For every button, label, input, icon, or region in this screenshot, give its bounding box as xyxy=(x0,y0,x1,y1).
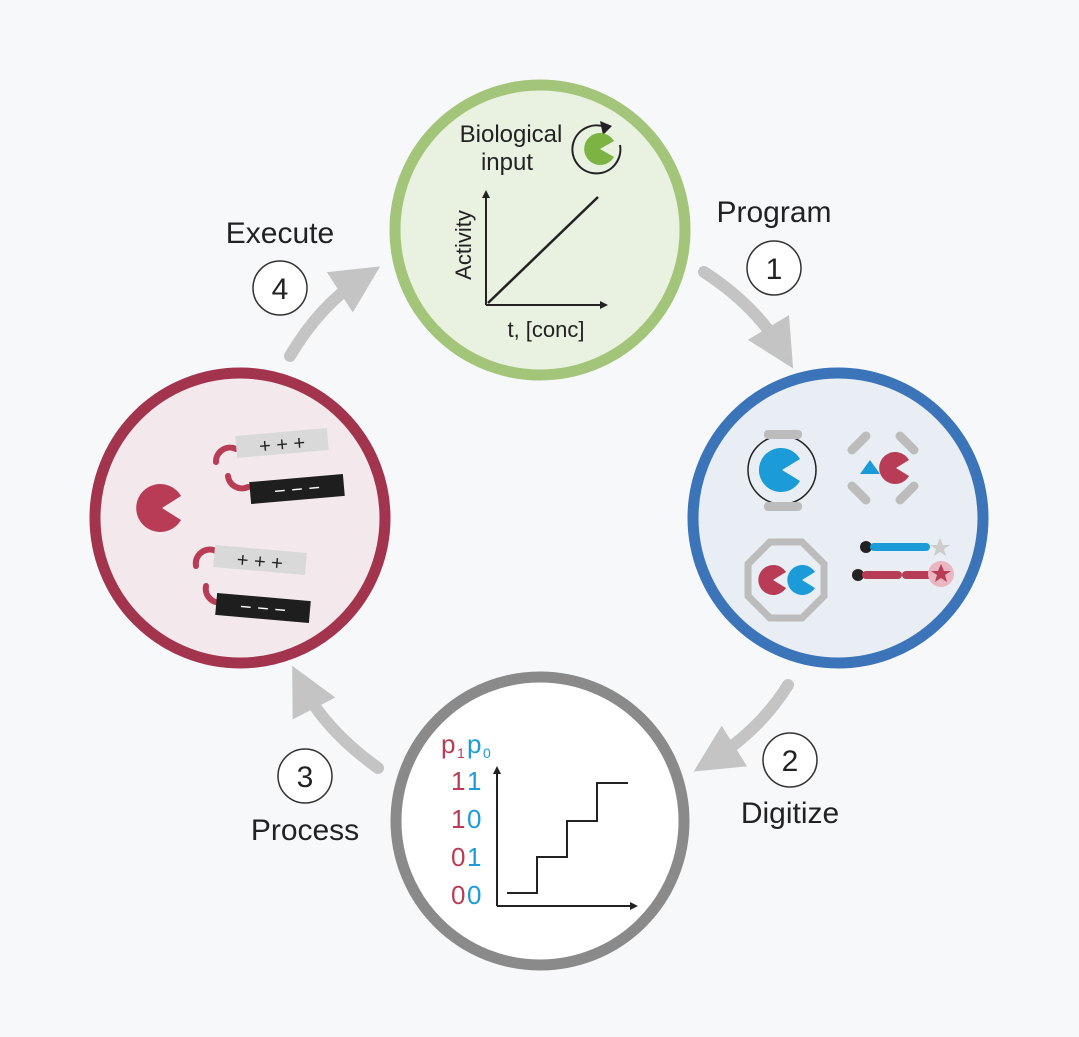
input-panel: Biological input Activity t, [conc] xyxy=(389,79,691,381)
positive-strand-lower xyxy=(213,545,307,575)
arrow-input-to-program xyxy=(698,266,794,369)
level-11: 1 1 xyxy=(451,766,481,796)
level-11-hi: 1 xyxy=(451,766,465,796)
digitize-staircase xyxy=(507,782,628,894)
arrow-digitize-to-process xyxy=(292,665,384,774)
level-10-hi: 1 xyxy=(451,804,465,834)
arrow-process-to-input xyxy=(284,266,381,362)
level-00-hi: 0 xyxy=(451,880,465,910)
cycle-arrows xyxy=(284,266,794,774)
minus-label-upper: − − − xyxy=(273,477,321,503)
red-enzyme-icon xyxy=(136,484,181,533)
arrow-program-to-digitize xyxy=(693,679,794,772)
step-4-badge xyxy=(252,260,308,316)
bit-p0-subscript: 0 xyxy=(483,745,491,761)
level-01: 0 1 xyxy=(451,842,481,872)
input-title-line1: Biological xyxy=(460,121,563,148)
split-enzyme-icon xyxy=(847,431,919,505)
reporter-probes-icon xyxy=(852,538,954,587)
step-3: 3 Process xyxy=(251,748,359,847)
step-1-label: Program xyxy=(716,196,831,229)
input-activity-line xyxy=(487,196,599,304)
octagon-cage-icon xyxy=(744,538,828,622)
step-1-number: 1 xyxy=(766,253,783,286)
level-01-hi: 0 xyxy=(451,842,465,872)
step-3-number: 3 xyxy=(297,761,314,794)
caged-enzyme-icon xyxy=(747,430,817,511)
level-01-lo: 1 xyxy=(467,842,481,872)
step-4-number: 4 xyxy=(272,273,289,306)
bit-p0-letter: p xyxy=(467,729,481,759)
level-00-lo: 0 xyxy=(467,880,481,910)
plus-label-upper: + + + xyxy=(258,432,306,458)
lower-complex: + + + − − − xyxy=(192,545,311,624)
level-00: 0 0 xyxy=(451,880,481,910)
bit-p1-subscript: 1 xyxy=(457,745,465,761)
step-1-badge xyxy=(746,240,802,296)
step-2-number: 2 xyxy=(782,745,799,778)
digitize-panel: p 1 p 0 1 1 1 0 0 1 0 0 xyxy=(390,671,690,971)
minus-label-lower: − − − xyxy=(239,596,287,622)
step-2: 2 Digitize xyxy=(741,732,839,830)
program-panel xyxy=(687,367,989,669)
program-ring xyxy=(687,367,989,669)
input-title-line2: input xyxy=(481,149,533,176)
input-y-axis-label: Activity xyxy=(451,210,476,280)
positive-strand-upper xyxy=(235,428,329,458)
negative-strand-upper xyxy=(249,473,345,505)
bit-p1-letter: p xyxy=(441,729,455,759)
level-10: 1 0 xyxy=(451,804,481,834)
input-x-axis-label: t, [conc] xyxy=(507,317,584,342)
upper-complex: + + + − − − xyxy=(213,428,345,505)
cycling-enzyme-icon xyxy=(571,121,622,175)
plus-label-lower: + + + xyxy=(236,549,284,575)
negative-strand-lower xyxy=(215,592,311,624)
step-4: Execute 4 xyxy=(226,217,334,316)
digitize-ring xyxy=(390,671,690,971)
execute-panel: + + + − − − + + + − − − xyxy=(89,367,391,669)
step-4-label: Execute xyxy=(226,217,334,250)
step-2-badge xyxy=(762,732,818,788)
step-2-label: Digitize xyxy=(741,797,839,830)
step-3-label: Process xyxy=(251,814,359,847)
level-10-lo: 0 xyxy=(467,804,481,834)
level-11-lo: 1 xyxy=(467,766,481,796)
step-3-badge xyxy=(277,748,333,804)
step-1: Program 1 xyxy=(716,196,832,296)
